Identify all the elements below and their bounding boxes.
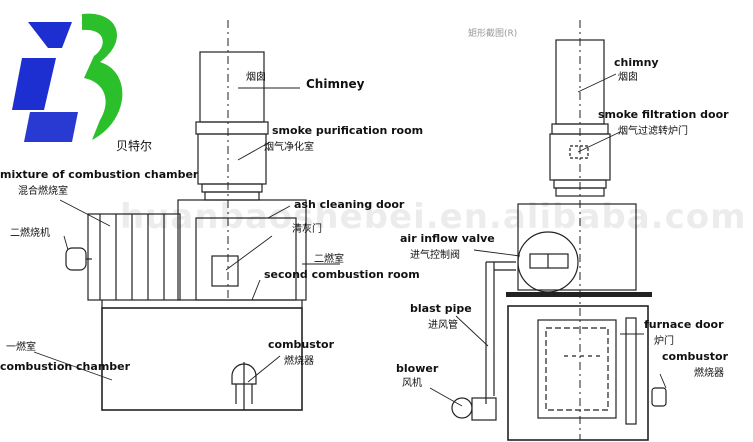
purification-room-shape	[197, 133, 267, 185]
first-combustion-chamber-shape	[101, 307, 303, 411]
chimney-shape	[199, 51, 265, 123]
label-right-combustor-en: combustor	[662, 350, 729, 363]
label-air-valve-cn: 进气控制阀	[410, 248, 460, 261]
second-burner-shape	[65, 247, 87, 271]
small-square-icon	[469, 29, 477, 37]
label-combustion-chamber-en: combustion chamber	[0, 360, 131, 373]
separator-plate	[506, 292, 652, 297]
ash-door-shape	[211, 255, 239, 287]
logo-text: 贝特尔	[116, 138, 152, 153]
label-blast-pipe-en: blast pipe	[410, 302, 472, 315]
label-combustor-en: combustor	[268, 338, 335, 351]
upper-body-shape	[517, 203, 637, 291]
label-mixture-en: mixture of combustion chamber	[0, 168, 199, 181]
label-blower-cn: 风机	[402, 376, 422, 389]
left-incinerator	[33, 20, 340, 411]
label-furnace-door-en: furnace door	[644, 318, 724, 331]
label-air-valve-en: air inflow valve	[400, 232, 495, 245]
label-smoke-purification-cn: 烟气净化室	[264, 140, 314, 153]
right-incinerator	[429, 20, 667, 441]
brand-logo: 贝特尔	[12, 13, 152, 153]
label-ash-door-cn: 清灰门	[292, 222, 322, 235]
label-blower-en: blower	[396, 362, 439, 375]
mixture-chamber-shape	[87, 213, 181, 301]
label-blast-pipe-cn: 进风管	[428, 318, 458, 331]
top-small-text: 矩形截图(R)	[468, 27, 517, 39]
label-combustor-cn: 燃烧器	[284, 354, 314, 367]
right-combustor-shape	[651, 387, 667, 407]
label-second-room-en: second combustion room	[264, 268, 420, 281]
label-smoke-purification-en: smoke purification room	[272, 124, 423, 137]
label-chimny-en: chimny	[614, 56, 659, 69]
label-furnace-door-cn: 炉门	[654, 334, 674, 347]
lower-body-shape	[507, 305, 649, 441]
furnace-door-shape	[537, 319, 617, 419]
watermark-text: huanbaoshebei.en.alibaba.com	[120, 197, 747, 237]
label-filtration-door-en: smoke filtration door	[598, 108, 729, 121]
label-right-combustor-cn: 燃烧器	[694, 366, 724, 379]
label-second-burner-cn: 二燃烧机	[10, 226, 50, 239]
label-ash-door-en: ash cleaning door	[294, 198, 405, 211]
label-chimney-cn: 烟囱	[246, 70, 266, 83]
label-chimney-en: Chimney	[306, 77, 365, 91]
label-second-chamber-cn: 二燃室	[314, 252, 344, 265]
label-first-chamber-cn: 一燃室	[6, 340, 36, 353]
label-chimny-cn: 烟囱	[618, 70, 638, 83]
blower-shape	[451, 397, 473, 419]
label-filtration-door-cn: 烟气过滤转炉门	[618, 124, 688, 137]
label-mixture-cn: 混合燃烧室	[18, 184, 68, 197]
